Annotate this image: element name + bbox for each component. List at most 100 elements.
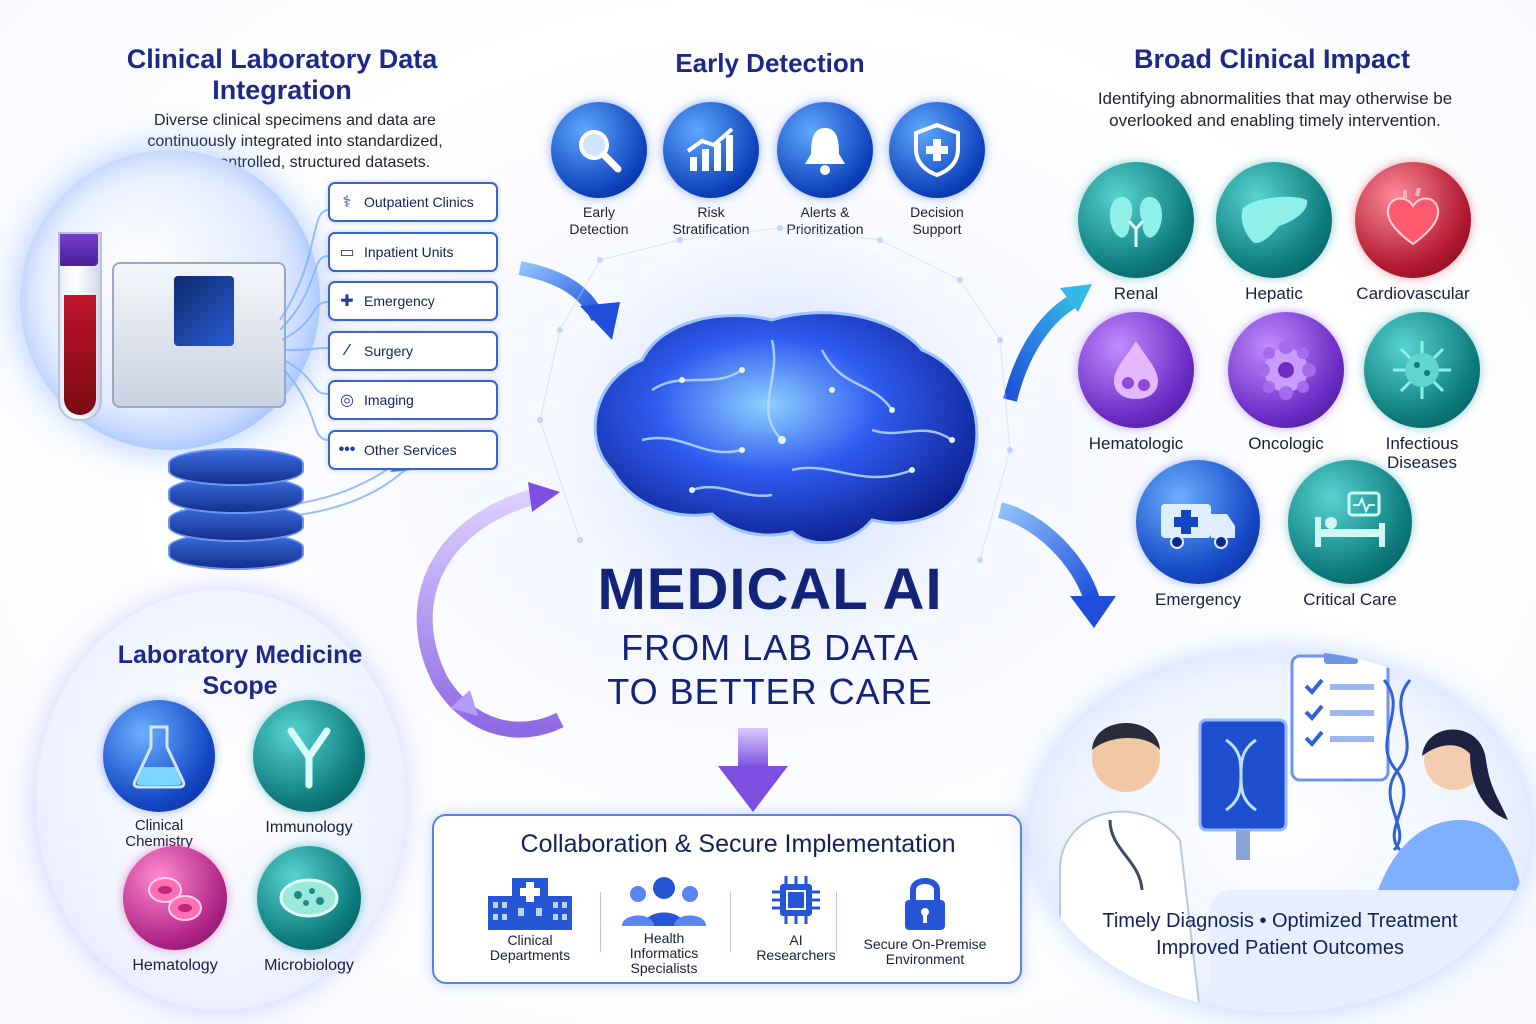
monitor-icon — [1198, 718, 1288, 832]
impact-emergency: Emergency — [1133, 460, 1263, 609]
lab-analyzer-icon — [112, 262, 286, 408]
scope-title-line2: Scope — [202, 672, 278, 700]
collab-label-line1: Health — [643, 930, 685, 946]
flask-icon — [103, 700, 215, 812]
ed-label-line1: Decision — [910, 204, 964, 220]
scope-orb — [36, 590, 406, 1010]
collab-secure-environment: Secure On-Premise Environment — [852, 874, 998, 967]
stethoscope-icon: ⚕ — [342, 194, 352, 211]
ambulance-icon: ✚ — [340, 293, 354, 311]
impact-label-line1: Critical Care — [1303, 590, 1397, 609]
integration-title-line2: Integration — [212, 75, 352, 105]
divider — [730, 892, 731, 952]
impact-renal: Renal — [1071, 162, 1201, 303]
icu-bed-icon — [1288, 460, 1412, 584]
magnifier-icon — [551, 102, 647, 198]
impact-critical-care: Critical Care — [1285, 460, 1415, 609]
collab-label-line2: Researchers — [756, 947, 836, 963]
service-label: Imaging — [364, 392, 414, 409]
doctor-patient-illustration — [1059, 650, 1530, 1012]
service-list: ⚕ Outpatient Clinics ▭ Inpatient Units ✚ Em… — [328, 182, 498, 480]
service-label: Other Services — [364, 441, 457, 458]
scope-label-line1: Microbiology — [264, 957, 354, 974]
impact-label-line1: Renal — [1113, 284, 1159, 303]
scalpel-icon: ⁄ — [345, 341, 349, 359]
impact-label-line2: Diseases — [1387, 453, 1457, 472]
impact-label-line1: Emergency — [1155, 590, 1241, 609]
petri-dish-icon — [257, 846, 361, 950]
service-label: Outpatient Clinics — [364, 194, 474, 210]
early-detection-title: Early Detection — [675, 48, 865, 78]
doctor-head — [1092, 724, 1160, 792]
impact-hematologic: Hematologic — [1071, 312, 1201, 453]
collab-label-line1: AI — [789, 932, 803, 948]
outcomes-line2: Improved Patient Outcomes — [1156, 937, 1404, 959]
scope-hematology: Hematology — [100, 846, 250, 975]
collab-label-line2: Environment — [885, 951, 965, 967]
ed-label-line1: Risk — [697, 204, 725, 220]
scope-microbiology: Microbiology — [234, 846, 384, 975]
impact-oncologic: Oncologic — [1221, 312, 1351, 453]
collab-label-line2: Departments — [489, 947, 571, 963]
ed-label-line2: Detection — [569, 221, 629, 237]
impact-title: Broad Clinical Impact — [1133, 44, 1411, 74]
service-label: Emergency — [364, 293, 435, 310]
hospital-icon — [488, 878, 572, 930]
ed-label-line1: Alerts & — [800, 204, 850, 220]
people-icon — [622, 877, 706, 926]
service-inpatient-units: ▭ Inpatient Units — [328, 231, 498, 272]
divider — [836, 892, 837, 952]
service-label: Inpatient Units — [364, 243, 454, 260]
bed-icon: ▭ — [339, 243, 355, 261]
tumor-cell-icon — [1228, 312, 1344, 428]
scope-title-line1: Laboratory Medicine — [117, 641, 363, 669]
impact-desc-line2: overlooked and enabling timely intervent… — [1109, 111, 1441, 130]
red-cells-icon — [123, 846, 227, 950]
collab-label-line1: Clinical — [507, 932, 553, 948]
antibody-icon — [253, 700, 365, 812]
impact-hepatic: Hepatic — [1209, 162, 1339, 303]
scope-label-line2: Chemistry — [125, 833, 193, 850]
collab-ai-researchers: AI Researchers — [726, 874, 866, 963]
database-icon — [168, 448, 304, 570]
collab-label-line3: Specialists — [630, 960, 698, 976]
collab-clinical-departments: Clinical Departments — [460, 874, 600, 963]
dots-icon: ••• — [338, 440, 356, 458]
outcomes-text: Timely Diagnosis • Optimized Treatment I… — [1060, 908, 1500, 962]
scope-immunology: Immunology — [234, 700, 384, 837]
brain-icon — [593, 311, 979, 545]
service-outpatient-clinics: ⚕ Outpatient Clinics — [328, 182, 498, 222]
service-other: ••• Other Services — [328, 429, 498, 470]
collab-health-informatics: Health Informatics Specialists — [594, 874, 734, 976]
ambulance-icon — [1136, 460, 1260, 584]
lock-icon — [905, 878, 945, 930]
liver-icon — [1216, 162, 1332, 278]
impact-label-line1: Hepatic — [1245, 284, 1303, 303]
service-label: Surgery — [364, 342, 414, 359]
collab-label-line1: Secure On-Premise — [863, 936, 987, 952]
blood-tube-icon — [58, 232, 102, 421]
scope-title: Laboratory Medicine Scope — [60, 640, 420, 702]
impact-label-line1: Oncologic — [1248, 434, 1324, 453]
imaging-icon: ◎ — [340, 392, 354, 410]
impact-label-line1: Infectious — [1385, 434, 1459, 453]
alerts-item: Alerts &Prioritization — [770, 102, 880, 238]
main-title: MEDICAL AI — [597, 557, 943, 622]
impact-desc-line1: Identifying abnormalities that may other… — [1097, 89, 1453, 108]
scope-label-line1: Clinical — [134, 817, 184, 834]
impact-label-line1: Hematologic — [1088, 434, 1184, 453]
scope-label-line1: Immunology — [265, 819, 353, 836]
impact-cardiovascular: Cardiovascular — [1348, 162, 1478, 303]
service-emergency: ✚ Emergency — [328, 281, 498, 322]
collab-label-line2: Informatics — [629, 945, 699, 961]
blood-drop-icon — [1078, 312, 1194, 428]
collaboration-title: Collaboration & Secure Implementation — [520, 830, 956, 858]
service-imaging: ◎ Imaging — [328, 380, 498, 421]
subtitle-line2: TO BETTER CARE — [607, 671, 933, 712]
kidney-icon — [1078, 162, 1194, 278]
